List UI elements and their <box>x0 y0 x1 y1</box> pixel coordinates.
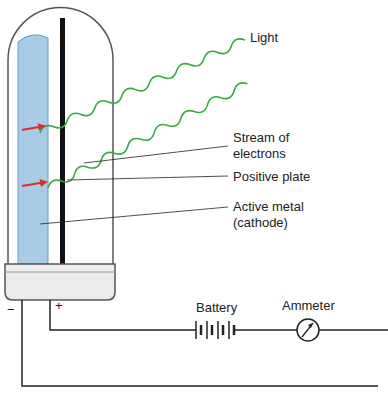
battery-symbol <box>196 321 234 339</box>
part-label: Stream of electrons <box>233 130 323 162</box>
component-label: Battery <box>196 300 266 316</box>
polarity-sign: − <box>7 302 21 318</box>
light-wave <box>38 36 246 136</box>
electron-arrow <box>22 182 46 186</box>
polarity-sign: + <box>55 298 69 314</box>
light-wave <box>46 80 249 191</box>
leader-line <box>84 146 228 163</box>
wire <box>319 329 388 331</box>
light-label: Light <box>250 30 310 46</box>
cathode-plate <box>18 35 48 264</box>
leader-line <box>40 207 228 224</box>
wire <box>234 329 297 331</box>
part-label: Active metal (cathode) <box>233 199 333 231</box>
wire <box>50 300 196 330</box>
tube-base <box>5 264 115 300</box>
part-label: Positive plate <box>233 169 343 185</box>
glass-tube <box>8 8 113 269</box>
ammeter-symbol <box>297 319 319 341</box>
leader-line <box>67 176 228 180</box>
positive-plate <box>60 18 65 268</box>
component-label: Ammeter <box>282 298 362 314</box>
electron-arrow <box>22 126 44 130</box>
